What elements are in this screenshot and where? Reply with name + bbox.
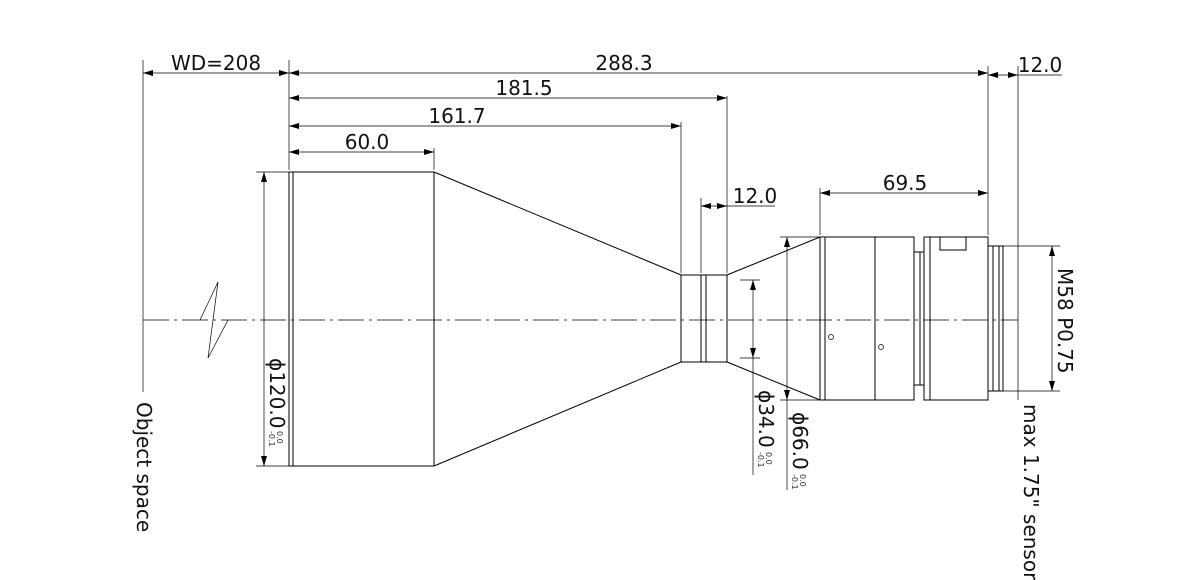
screw-hole xyxy=(878,344,884,350)
front-barrel xyxy=(288,171,435,467)
svg-text:M58 P0.75: M58 P0.75 xyxy=(1053,268,1077,374)
rear-cone xyxy=(726,236,821,401)
thread-section xyxy=(988,245,1004,392)
front-cone xyxy=(433,171,682,467)
svg-text:ϕ120.0: ϕ120.0 xyxy=(265,358,289,428)
rear-barrel-length-label: 69.5 xyxy=(883,171,928,195)
extension-lines xyxy=(142,60,1019,400)
flange-offset-label: 12.0 xyxy=(1018,53,1063,77)
front-barrel-length-label: 60.0 xyxy=(345,130,390,154)
dimension-lines xyxy=(143,70,1062,209)
svg-text:Object space: Object space xyxy=(132,402,156,532)
rear-diameter-tol-upper: 0.0 xyxy=(798,474,807,487)
neck-section xyxy=(680,274,728,363)
lens-body xyxy=(288,171,1004,467)
rear-barrel xyxy=(819,236,915,401)
object-space-label: Object space xyxy=(132,402,156,532)
svg-text:ϕ34.0: ϕ34.0 xyxy=(754,390,778,448)
sensor-label: max 1.75" sensor xyxy=(1019,404,1043,580)
length-161-label: 161.7 xyxy=(428,104,485,128)
front-diameter-label: ϕ120.0 0.0 -0.1 xyxy=(265,358,289,447)
thread-label: M58 P0.75 xyxy=(1053,268,1077,374)
svg-text:ϕ66.0: ϕ66.0 xyxy=(788,412,812,470)
screw-hole xyxy=(828,334,834,340)
axis-break-symbol xyxy=(199,281,229,359)
neck-diameter-tol-upper: 0.0 xyxy=(764,452,773,465)
diameter-lines xyxy=(256,171,1060,490)
rear-diameter-label: ϕ66.0 0.0 -0.1 xyxy=(788,412,812,490)
neck-length-label: 12.0 xyxy=(733,184,778,208)
coupling-ring xyxy=(914,251,925,386)
mount-barrel xyxy=(923,236,989,401)
neck-diameter-tol-lower: -0.1 xyxy=(756,452,765,468)
front-diameter-tol-upper: 0.0 xyxy=(275,431,284,444)
svg-text:max 1.75" sensor: max 1.75" sensor xyxy=(1019,404,1043,580)
length-181-label: 181.5 xyxy=(495,76,552,100)
front-diameter-tol-lower: -0.1 xyxy=(267,431,276,447)
working-distance-label: WD=208 xyxy=(171,51,261,75)
rear-diameter-tol-lower: -0.1 xyxy=(790,474,799,490)
total-length-label: 288.3 xyxy=(595,51,652,75)
neck-diameter-label: ϕ34.0 0.0 -0.1 xyxy=(754,390,778,468)
